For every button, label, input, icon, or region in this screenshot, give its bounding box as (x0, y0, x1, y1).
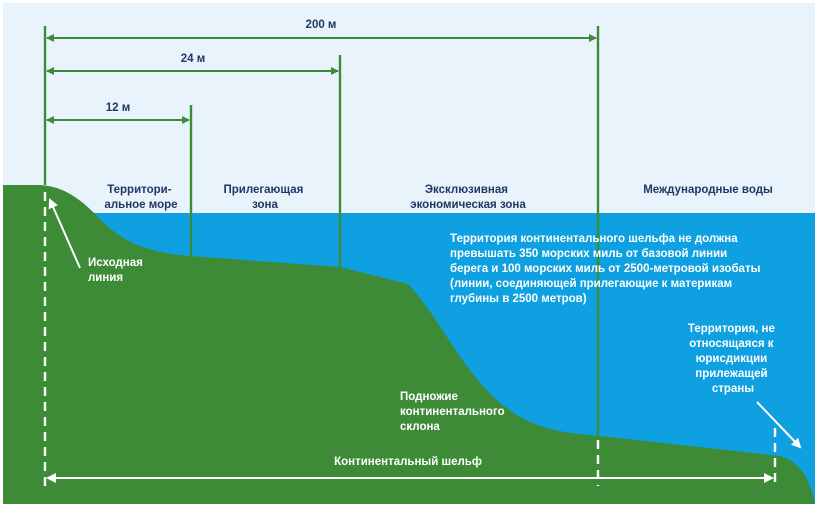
baseline-label: Исходная линия (88, 257, 146, 284)
area-note: Территория, не относящаяся к юрисдикции … (688, 323, 778, 395)
baseline-pointer-arrow (48, 198, 81, 269)
label-12: 12 м (106, 102, 131, 114)
zone-eez: Эксклюзивная экономическая зона (410, 184, 526, 211)
label-200: 200 м (306, 19, 337, 31)
shelf-label: Континентальный шельф (334, 456, 482, 468)
area-pointer-arrow (756, 401, 802, 449)
slope-foot-label: Подножие континентального склона (400, 391, 508, 433)
zone-territorial: Территори- альное море (104, 184, 177, 211)
zone-international: Международные воды (643, 184, 773, 196)
label-24: 24 м (181, 53, 206, 65)
shelf-note: Территория континентального шельфа не до… (450, 233, 764, 305)
land (3, 185, 815, 504)
zone-contiguous: Прилегающая зона (223, 184, 306, 211)
